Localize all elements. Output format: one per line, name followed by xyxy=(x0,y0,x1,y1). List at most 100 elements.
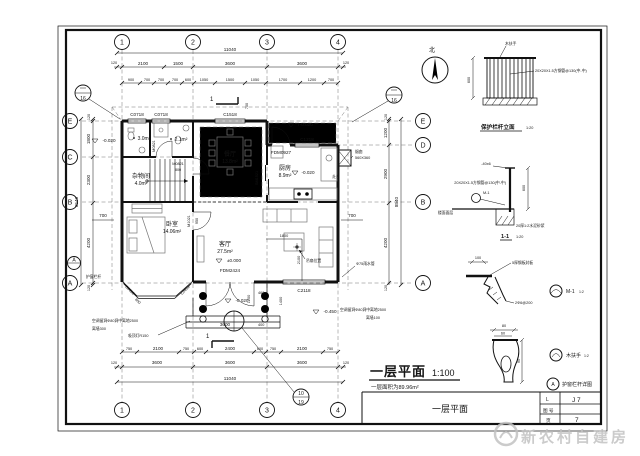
label-M0821-v: M0821 xyxy=(152,140,156,152)
dim-porch-1200: 1200 xyxy=(247,295,251,303)
dim: 120 xyxy=(111,361,117,365)
section-cut-1-top: 1 xyxy=(210,97,239,105)
dim-bottom: 750 2100 750 600 2400 600 750 2100 750 1… xyxy=(111,346,349,385)
dim-bay-800: 800 xyxy=(134,298,141,305)
railing-elevation-detail: 600 木扶手 20X20X1.5方钢管@130(中-中) 保护栏杆立面 1:2… xyxy=(467,41,587,132)
tv-cabinet xyxy=(196,235,205,263)
dim: 120 xyxy=(87,285,91,291)
detail-ref-10-19: 10 19 xyxy=(241,327,310,406)
dim-offset-left: 700 xyxy=(99,213,107,218)
dim-800: 800 xyxy=(175,168,181,172)
dim: 700 xyxy=(158,78,164,82)
sofa-right xyxy=(318,226,334,268)
label-FDM2424: FDM2424 xyxy=(220,268,241,273)
room-kitchen: 厨房 xyxy=(279,164,291,172)
label-SM1521: SM1521 xyxy=(255,171,259,185)
dim: 4200 xyxy=(86,237,91,248)
ceiling-fan xyxy=(293,243,301,251)
rail-detail-scale: 1:20 xyxy=(526,126,533,130)
rail-tube-label: 20X20X1.5方钢管@130(中-中) xyxy=(535,68,587,73)
window-C2118 xyxy=(282,279,326,285)
s11-scale: 1:20 xyxy=(516,235,523,239)
dim-right: 120 1200 2900 4200 120 8540 xyxy=(383,114,404,291)
plan-title-text: 一层平面 xyxy=(370,364,426,379)
rail-handrail-label: 木扶手 xyxy=(505,41,517,46)
grid-bubble-E: E xyxy=(68,119,73,126)
room-storage: 杂物间 xyxy=(132,172,150,180)
grid-bubble-4b: 4 xyxy=(336,408,340,415)
dim-950: 950 xyxy=(195,218,199,224)
note-chimney: 烟囱 xyxy=(355,149,363,154)
note-stove: 灶台 xyxy=(332,174,340,179)
dim: 750 xyxy=(183,347,189,351)
note-ac-left-1: 空调留洞Φ80洞中离地2500 xyxy=(92,318,138,323)
coffee-table xyxy=(283,232,305,252)
note-chimney-size: 560X360 xyxy=(355,156,370,160)
ref-19: 19 xyxy=(298,400,304,406)
plan-area-note: 一层面积为89.96m² xyxy=(371,383,419,391)
dim-bottom-total: 11040 xyxy=(224,376,237,381)
grid-bubble-1b: 1 xyxy=(120,408,124,415)
room-dining: 餐厅 xyxy=(224,150,236,158)
section-1-label: 1 xyxy=(210,97,214,103)
dim: 900 xyxy=(128,78,134,82)
bath-fixtures xyxy=(127,122,190,154)
stove xyxy=(293,188,313,200)
watermark-text: 新农村自建房 xyxy=(521,428,629,446)
window-label-C0818-l: C0818 xyxy=(124,285,135,296)
tb-page-value: 7 xyxy=(575,417,579,424)
porch-column-base xyxy=(199,315,207,323)
dim: 750 xyxy=(126,347,132,351)
note-window-guard: 护窗栏杆 xyxy=(86,274,101,279)
detail-marker-16-right: 16 xyxy=(351,86,403,123)
room-kitchen-area: 8.9m² xyxy=(279,173,292,179)
door-SM1521 xyxy=(265,165,269,195)
dim: 1200 xyxy=(308,78,316,82)
grid-bubble-2b: 2 xyxy=(191,408,195,415)
north-arrow: 北 xyxy=(421,46,449,84)
level-left: -0.020 xyxy=(102,138,115,143)
grid-bubble-E-r: E xyxy=(421,119,426,126)
ref-10: 10 xyxy=(298,391,304,397)
doors xyxy=(155,126,291,307)
grid-bubble-C: C xyxy=(67,155,72,162)
s11-mortar-label: 20厚1:2水泥砂浆 xyxy=(516,223,545,228)
room-living-area: 27.5m² xyxy=(217,249,233,255)
porch-column xyxy=(199,292,207,300)
annotations: ±0.000 -0.020 T-0.020 -0.020 -0.020 -0.4… xyxy=(86,103,386,338)
dim-top-total: 11040 xyxy=(224,47,237,52)
note-ac-right-1: 空调留洞Φ80洞中离地2500 xyxy=(340,307,386,312)
note-lamp: 吸顶灯R150 xyxy=(128,333,148,338)
dim: 2300 xyxy=(86,174,91,185)
dim: 3600 xyxy=(225,360,236,365)
dim: 120 xyxy=(384,285,388,291)
label-FDM0927: FDM0927 xyxy=(271,150,292,155)
room-dining-area: 13.8m² xyxy=(222,159,238,165)
guard-legend-circle: A xyxy=(551,382,555,388)
m1-dim-100: 100 xyxy=(475,256,481,260)
window-label-C0818-r: C0818 xyxy=(180,285,191,296)
label-M1021: M1021 xyxy=(187,215,191,227)
s11-title: 1-1 xyxy=(501,234,509,240)
grid-bubble-B-r: B xyxy=(421,200,426,207)
marker-A-left: A xyxy=(67,256,81,270)
dim: 3600 xyxy=(152,360,163,365)
dim-top: 11040 120 2100 1500 3600 3600 120 900 70… xyxy=(111,47,349,86)
porch-column xyxy=(261,292,269,300)
note-fan: 吊扇位置 xyxy=(306,258,321,263)
north-needle xyxy=(432,58,438,80)
m1-anchor-label: 2Φ6@200 xyxy=(515,301,532,305)
hr-legend-scale: 1:2 xyxy=(584,354,589,358)
dim: 700 xyxy=(144,78,150,82)
room-storage-area: 4.0m² xyxy=(135,181,148,187)
hr-dim-80: 80 xyxy=(502,324,506,328)
label-C1218: C1218 xyxy=(300,137,314,142)
grid-bubble-3b: 3 xyxy=(265,408,269,415)
dim: 700 xyxy=(328,78,334,82)
porch-column-base xyxy=(261,315,269,323)
window-C1218 xyxy=(294,142,320,148)
dim-offset-right: 700 xyxy=(348,213,356,218)
dim: 2100 xyxy=(153,346,164,351)
